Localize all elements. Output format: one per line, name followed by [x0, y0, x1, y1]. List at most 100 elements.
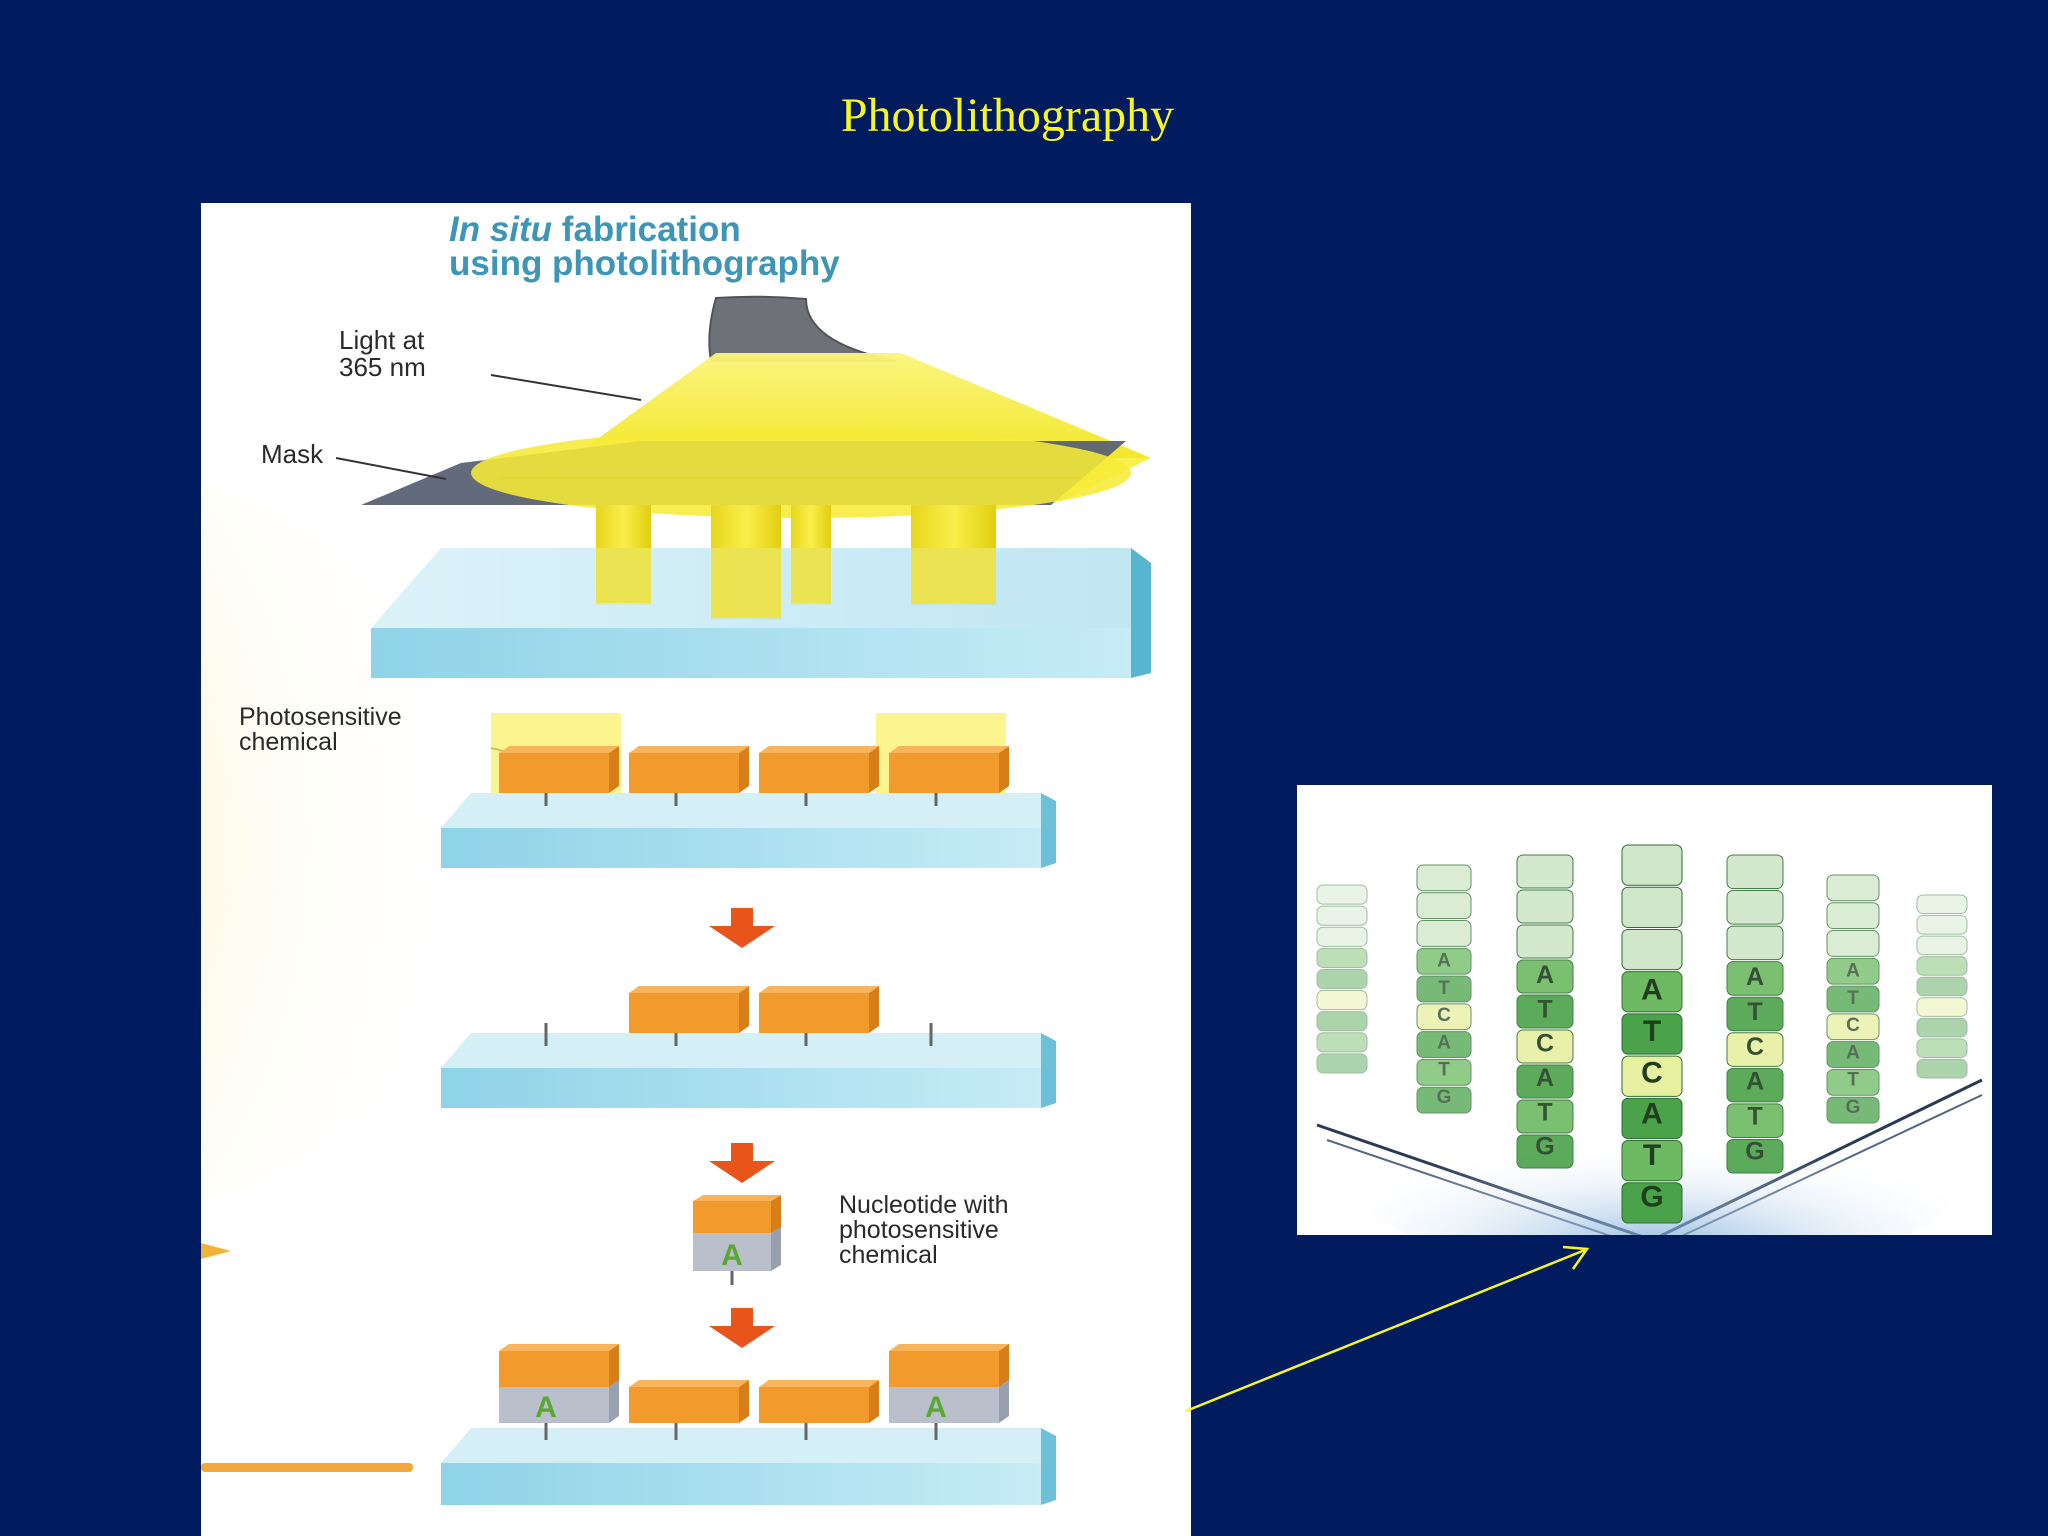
probe-segment: [1916, 956, 1968, 976]
substrate-front: [371, 628, 1131, 678]
probe-segment: [1726, 925, 1784, 961]
probe-base-letter: T: [1747, 1103, 1762, 1131]
stage4-blocks: A A: [499, 1344, 1009, 1440]
probe-segment: [1916, 976, 1968, 997]
probe-segment: [1316, 947, 1368, 968]
probe-segment: [1316, 968, 1368, 990]
probe-segment: [1621, 1055, 1683, 1097]
stage4-substrate: [441, 1428, 1056, 1505]
probe-column: [1916, 894, 1968, 1079]
stage2-blocks: [499, 746, 1009, 806]
connector-line: [1185, 1248, 1586, 1413]
probe-segment: [1916, 1058, 1968, 1079]
probe-base-letter: A: [1437, 1032, 1451, 1053]
probe-segment: [1826, 902, 1880, 930]
probe-segment: [1516, 994, 1574, 1029]
probe-base-letter: T: [1643, 1139, 1661, 1172]
probe-segment: [1316, 926, 1368, 947]
edge-bar: [201, 1463, 413, 1472]
probe-base-letter: T: [1847, 1070, 1859, 1091]
probe-base-letter: C: [1536, 1030, 1554, 1058]
probe-base-letter: T: [1438, 978, 1450, 999]
probe-base-letter: T: [1847, 988, 1859, 1009]
probe-segment: [1416, 892, 1472, 920]
probe-segment: [1516, 1099, 1574, 1134]
probe-base-letter: T: [1537, 995, 1552, 1023]
probe-segment: [1416, 864, 1472, 892]
probe-base-letter: A: [1437, 951, 1451, 972]
probe-segment: [1826, 930, 1880, 957]
process-arrow-icon: [709, 1143, 775, 1183]
probe-segment: [1416, 1058, 1472, 1086]
probe-base-letter: G: [1640, 1180, 1663, 1213]
probe-base-letter: G: [1846, 1097, 1861, 1118]
probe-segment: [1316, 1032, 1368, 1053]
probe-segment: [1416, 975, 1472, 1003]
probe-segment: [1316, 1053, 1368, 1074]
probe-base-letter: A: [1846, 961, 1860, 982]
probe-segment: [1916, 1038, 1968, 1058]
fabrication-figure: In situ fabrication using photolithograp…: [201, 203, 1191, 1536]
probe-segment: [1726, 1103, 1784, 1138]
probe-segment: [1726, 1067, 1784, 1103]
lamp-icon: [708, 295, 897, 362]
process-arrow-icon: [709, 1308, 775, 1348]
probe-segment: [1726, 890, 1784, 925]
nucleotide-label-line3: chemical: [839, 1241, 938, 1269]
probe-segment: [1916, 935, 1968, 956]
probe-segment: [1516, 924, 1574, 959]
probe-segment: [1516, 1134, 1574, 1169]
nucleotide-label: Nucleotide with: [839, 1191, 1009, 1219]
nucleotide-label-line2: photosensitive: [839, 1216, 999, 1244]
attached-nucleotide-letter: A: [925, 1391, 947, 1424]
probe-segment: [1826, 1096, 1880, 1124]
probe-column: [1316, 884, 1368, 1074]
probe-base-letter: C: [1641, 1056, 1663, 1089]
probe-segment: [1916, 915, 1968, 935]
probe-segment: [1416, 947, 1472, 975]
probe-segment: [1826, 1041, 1880, 1068]
probe-base-letter: A: [1641, 974, 1663, 1007]
probe-segment: [1621, 1013, 1683, 1055]
figure-heading: In situ fabrication: [449, 210, 741, 249]
probe-segment: [1621, 844, 1683, 886]
probe-segment: [1726, 996, 1784, 1032]
probe-segment: [1316, 1011, 1368, 1032]
slide-title: Photolithography: [840, 89, 1175, 142]
probe-segment: [1726, 961, 1784, 996]
light-label: Light at: [339, 325, 425, 355]
light-leader-line: [490, 374, 642, 401]
probe-segment: [1316, 990, 1368, 1011]
probe-segment: [1416, 1003, 1472, 1031]
probe-base-letter: A: [1641, 1098, 1663, 1131]
probe-segment: [1826, 985, 1880, 1013]
probe-segment: [1621, 1097, 1683, 1140]
probe-base-letter: G: [1745, 1137, 1764, 1165]
arrowhead-icon: [1562, 1245, 1590, 1270]
probe-segment: [1726, 1032, 1784, 1067]
stage3-substrate: [441, 1033, 1056, 1108]
stage3-blocks: [544, 986, 933, 1046]
photosensitive-label: Photosensitive: [239, 703, 402, 731]
probe-segment: [1916, 1017, 1968, 1038]
probe-segment: [1516, 1029, 1574, 1064]
probe-segment: [1826, 957, 1880, 985]
mask-label: Mask: [261, 439, 324, 469]
probe-base-letter: C: [1746, 1033, 1764, 1061]
probe-base-letter: T: [1643, 1015, 1661, 1048]
light-label-line2: 365 nm: [339, 352, 426, 382]
probe-segment: [1726, 1138, 1784, 1174]
probe-base-letter: C: [1846, 1015, 1860, 1036]
probe-segment: [1826, 1013, 1880, 1041]
fabrication-diagram: In situ fabrication using photolithograp…: [201, 210, 1151, 1505]
probe-base-letter: A: [1536, 1064, 1554, 1092]
illuminated-area: [471, 428, 1131, 518]
nucleotide-letter: A: [721, 1239, 743, 1272]
process-arrow-icon: [709, 908, 775, 948]
probe-segment: [1621, 971, 1683, 1013]
